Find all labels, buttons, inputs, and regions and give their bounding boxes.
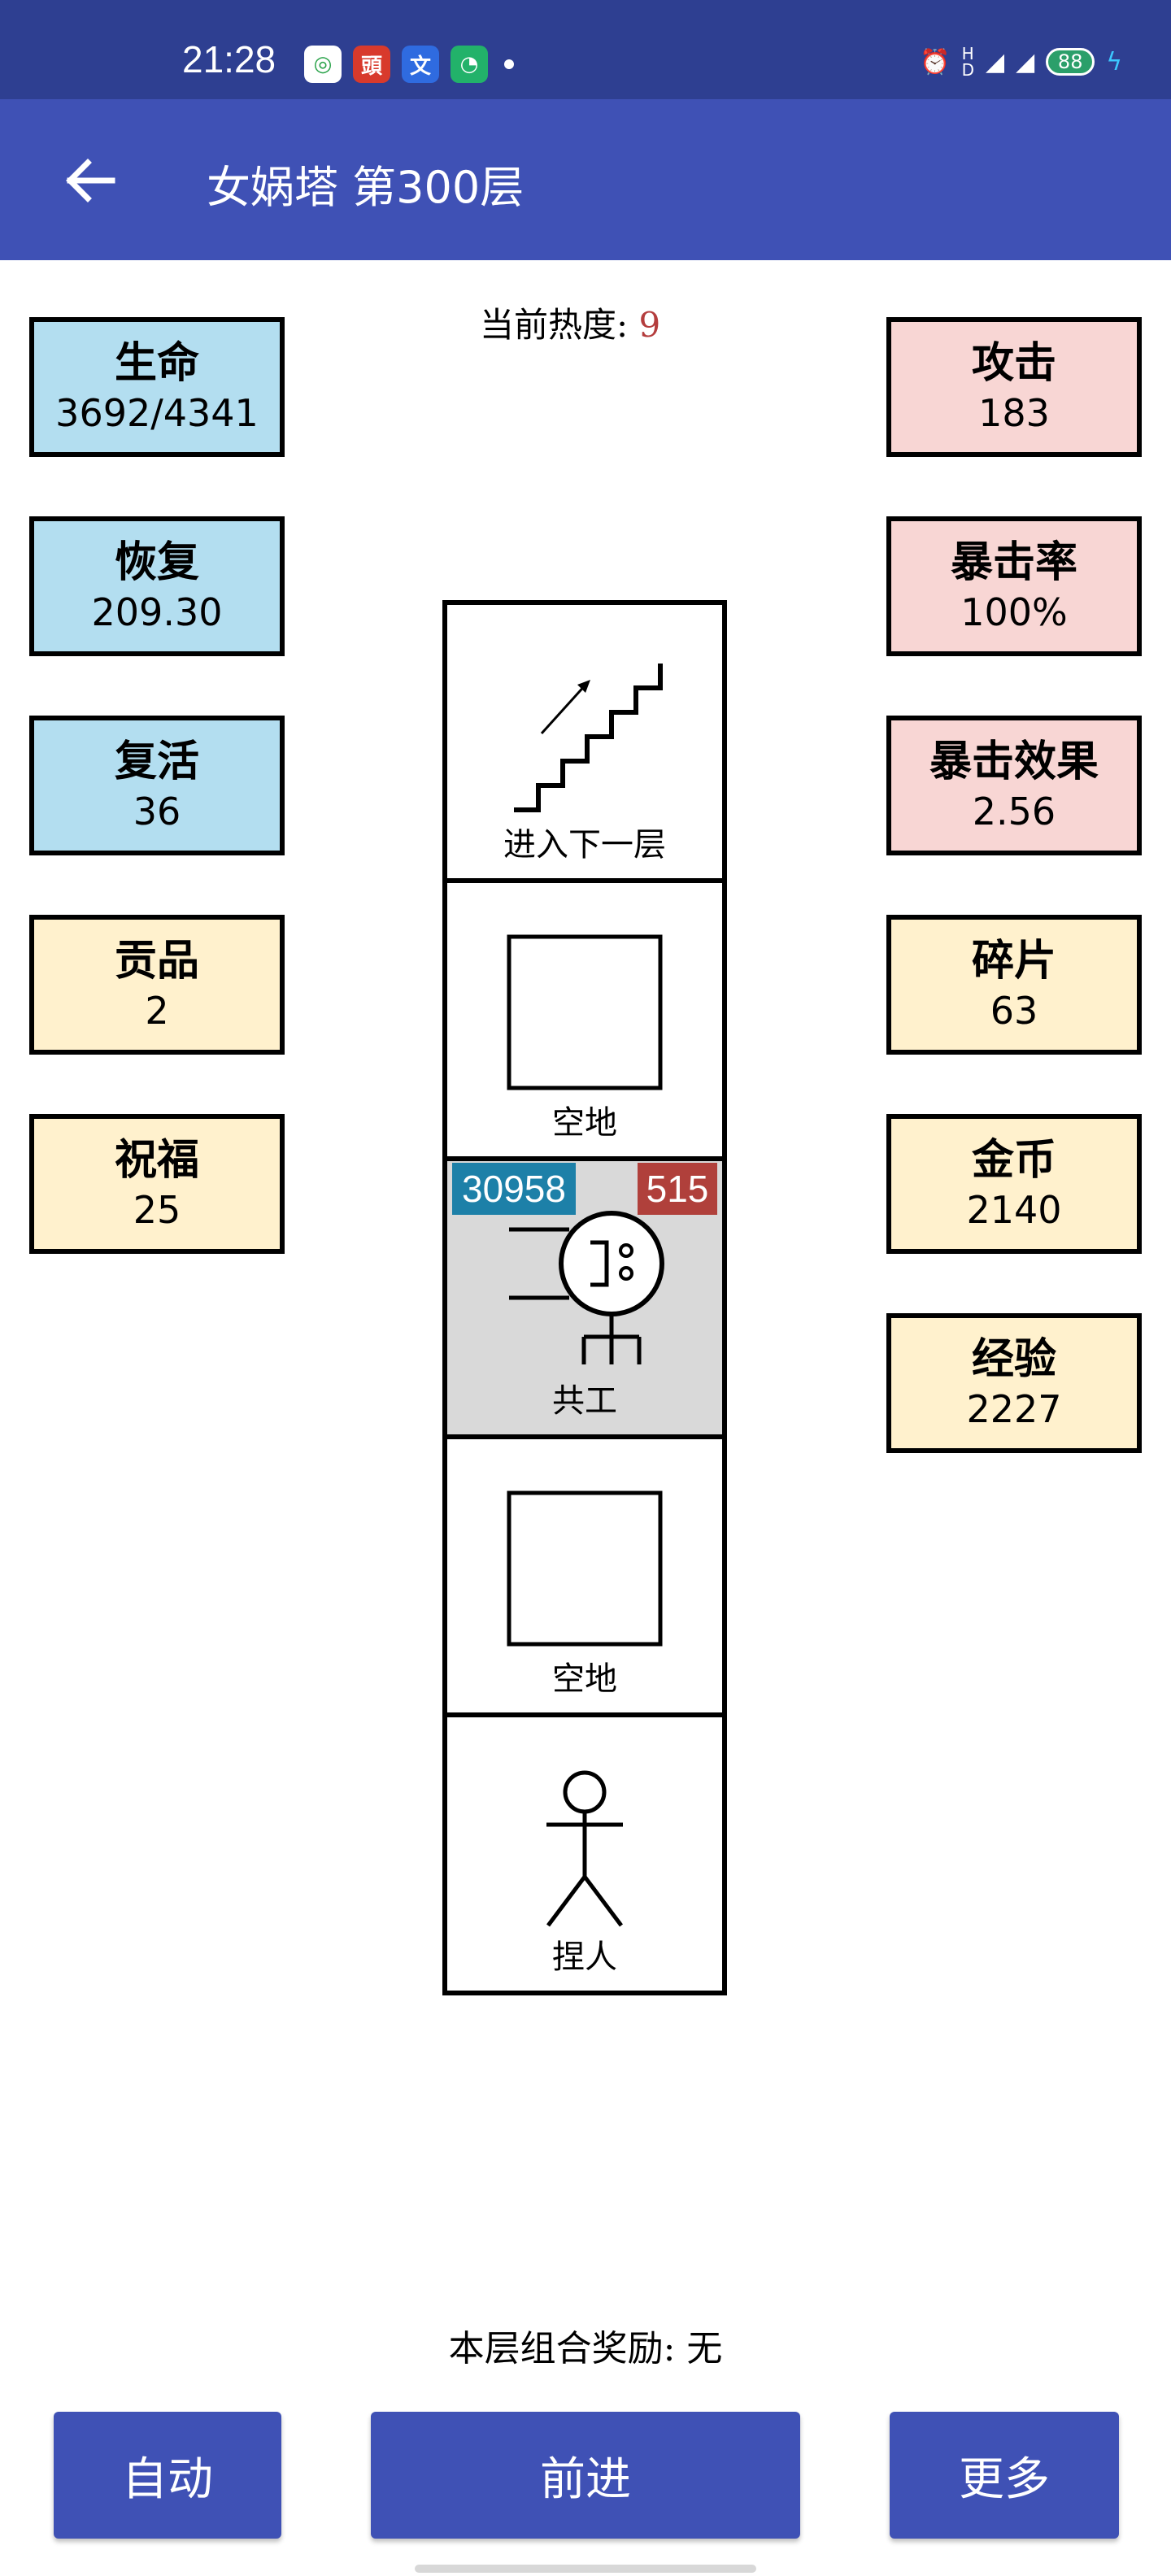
stat-label: 金币: [971, 1135, 1056, 1185]
stat-value: 209.30: [91, 590, 223, 634]
tower-cell-stairs[interactable]: 进入下一层: [442, 600, 727, 883]
stat-exp: 经验 2227: [886, 1313, 1142, 1453]
cell-label: 进入下一层: [503, 826, 666, 864]
stat-label: 暴击效果: [929, 737, 1099, 786]
cell-label: 共工: [552, 1382, 617, 1420]
stat-value: 2227: [966, 1387, 1062, 1431]
charging-icon: ϟ: [1106, 47, 1122, 76]
monster-gonggong-icon: [509, 1211, 664, 1364]
wifi-icon: ◢: [1016, 47, 1035, 76]
monster-hp-badge: 30958: [452, 1163, 576, 1215]
battery-icon: 88: [1046, 48, 1095, 76]
empty-square-icon: [507, 934, 663, 1090]
cell-label: 空地: [552, 1660, 617, 1698]
stat-value: 2140: [966, 1188, 1062, 1232]
alarm-icon: ⏰: [920, 47, 951, 76]
stat-value: 3692/4341: [55, 391, 259, 435]
browser-icon: ◎: [304, 46, 342, 83]
stat-regen: 恢复 209.30: [29, 516, 285, 656]
stat-label: 碎片: [971, 936, 1056, 986]
empty-square-icon: [507, 1490, 663, 1647]
stat-hp: 生命 3692/4341: [29, 317, 285, 457]
stat-value: 36: [133, 790, 181, 833]
combo-reward: 本层组合奖励: 无: [0, 2319, 1171, 2371]
combo-value: 无: [686, 2328, 723, 2369]
stat-crit-effect: 暴击效果 2.56: [886, 716, 1142, 855]
stat-label: 复活: [114, 737, 199, 786]
stat-gold: 金币 2140: [886, 1114, 1142, 1254]
stat-label: 贡品: [114, 936, 199, 986]
tower-cell-empty[interactable]: 空地: [442, 1434, 727, 1717]
notification-icons: ◎ 頭 文 ◔: [304, 46, 514, 83]
arrow-left-icon: [66, 159, 115, 202]
stat-label: 恢复: [114, 537, 199, 587]
wechat-work-icon: ◔: [451, 46, 488, 83]
stat-label: 暴击率: [950, 537, 1077, 587]
stairs-up-icon: [514, 664, 663, 812]
stat-value: 63: [990, 989, 1038, 1033]
navigation-handle[interactable]: [415, 2565, 756, 2573]
stat-tribute: 贡品 2: [29, 915, 285, 1055]
tower-cell-monster[interactable]: 30958 515 共工: [442, 1156, 727, 1439]
more-notifications-dot: [504, 59, 514, 69]
news-app-icon: 頭: [353, 46, 390, 83]
stat-label: 祝福: [114, 1135, 199, 1185]
stick-figure-icon: [546, 1770, 623, 1927]
stat-value: 183: [978, 391, 1050, 435]
signal-icon: ◢: [986, 47, 1005, 76]
forward-button[interactable]: 前进: [371, 2412, 800, 2539]
page-title: 女娲塔 第300层: [207, 162, 525, 213]
stat-label: 生命: [114, 338, 199, 388]
stat-crit-rate: 暴击率 100%: [886, 516, 1142, 656]
cell-label: 空地: [552, 1104, 617, 1142]
stat-label: 攻击: [971, 338, 1056, 388]
heat-indicator: 当前热度: 9: [480, 298, 660, 347]
heat-value: 9: [638, 305, 661, 345]
more-button[interactable]: 更多: [890, 2412, 1119, 2539]
app-bar: 女娲塔 第300层: [0, 99, 1171, 260]
tower-cell-player[interactable]: 捏人: [442, 1712, 727, 1995]
stat-attack: 攻击 183: [886, 317, 1142, 457]
stat-value: 2.56: [972, 790, 1056, 833]
stat-value: 2: [145, 989, 169, 1033]
tower-column: 进入下一层 空地 30958 515 共工 空地: [442, 600, 727, 1995]
translate-app-icon: 文: [402, 46, 439, 83]
status-time: 21:28: [182, 38, 276, 80]
stat-blessing: 祝福 25: [29, 1114, 285, 1254]
monster-attack-badge: 515: [638, 1163, 717, 1215]
stat-fragments: 碎片 63: [886, 915, 1142, 1055]
stat-revive: 复活 36: [29, 716, 285, 855]
stat-value: 25: [133, 1188, 181, 1232]
tower-cell-empty[interactable]: 空地: [442, 878, 727, 1161]
heat-label: 当前热度:: [480, 305, 629, 345]
back-button[interactable]: [57, 148, 122, 213]
combo-label: 本层组合奖励:: [448, 2328, 676, 2369]
stat-value: 100%: [960, 590, 1068, 634]
cell-label: 捏人: [552, 1939, 617, 1976]
stat-label: 经验: [971, 1334, 1056, 1384]
auto-button[interactable]: 自动: [54, 2412, 281, 2539]
